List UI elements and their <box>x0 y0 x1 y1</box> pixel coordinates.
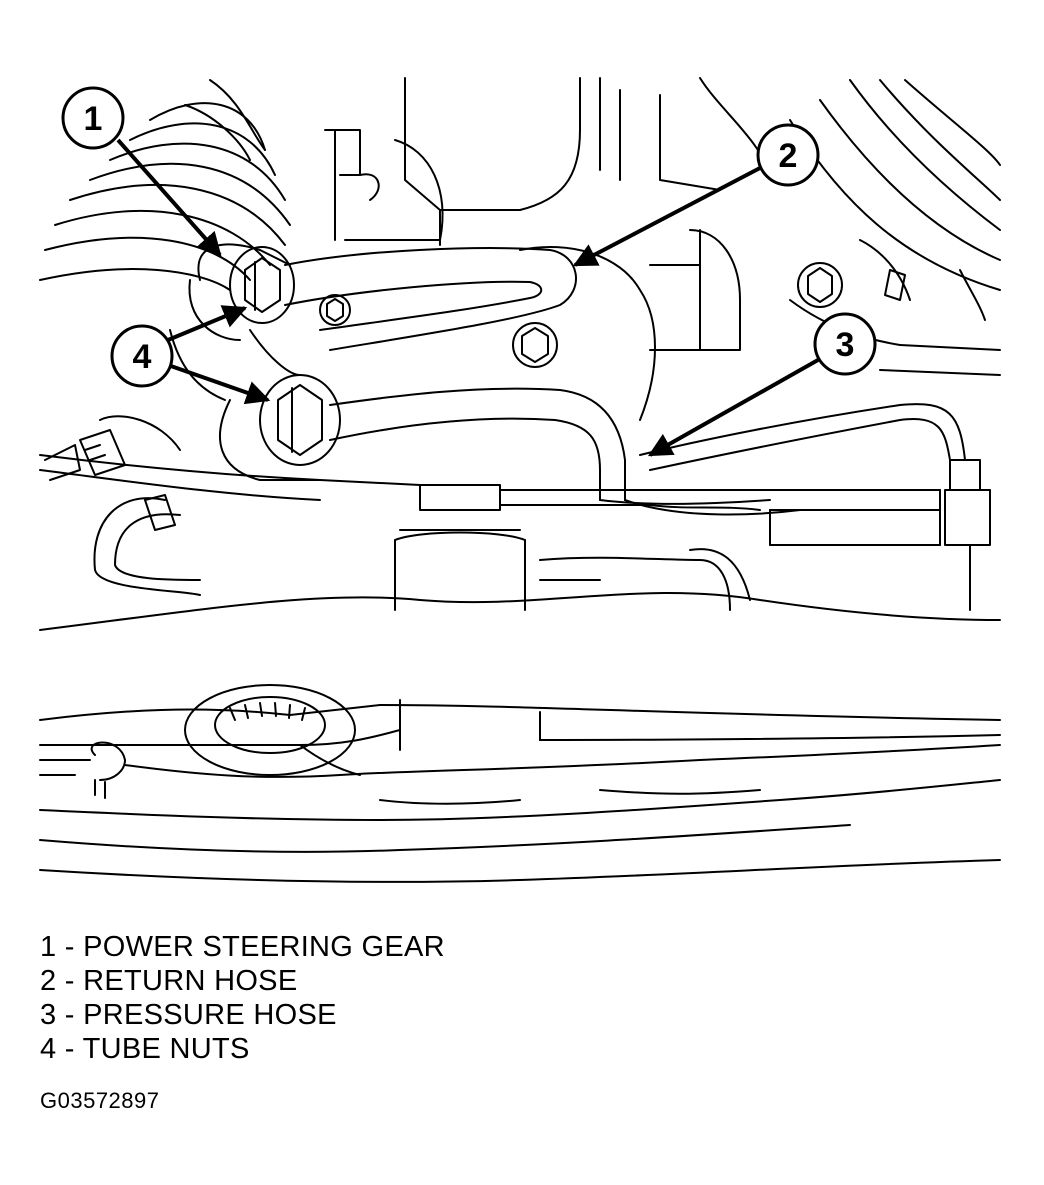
subframe-drawing <box>39 684 1001 883</box>
callout-4-number: 4 <box>133 338 152 376</box>
return-hose <box>284 247 577 351</box>
legend-item-pressure-hose: 3 - PRESSURE HOSE <box>40 999 337 1031</box>
callout-3-number: 3 <box>836 326 855 364</box>
tube-nut-lower <box>259 374 341 466</box>
legend-item-tube-nuts: 4 - TUBE NUTS <box>40 1033 250 1065</box>
callout-4: 4 <box>110 305 271 405</box>
legend: 1 - POWER STEERING GEAR 2 - RETURN HOSE … <box>40 930 445 1066</box>
bolt-center <box>512 322 558 368</box>
bolt-right <box>797 262 843 308</box>
bolt-small <box>319 294 351 326</box>
legend-item-power-steering-gear: 1 - POWER STEERING GEAR <box>40 931 445 963</box>
tube-nut-upper <box>229 246 295 324</box>
pressure-hose <box>329 387 801 516</box>
left-fitting <box>44 415 181 481</box>
callout-3: 3 <box>647 312 877 457</box>
callout-2: 2 <box>572 123 820 267</box>
figure-id: G03572897 <box>40 1088 160 1113</box>
legend-item-return-hose: 2 - RETURN HOSE <box>40 965 298 997</box>
callout-1: 1 <box>61 86 222 257</box>
callout-2-number: 2 <box>779 137 798 175</box>
steering-gear-line-drawing: 1 2 3 4 <box>39 77 1001 883</box>
callout-1-number: 1 <box>84 100 103 138</box>
mounting-bracket <box>324 129 444 241</box>
